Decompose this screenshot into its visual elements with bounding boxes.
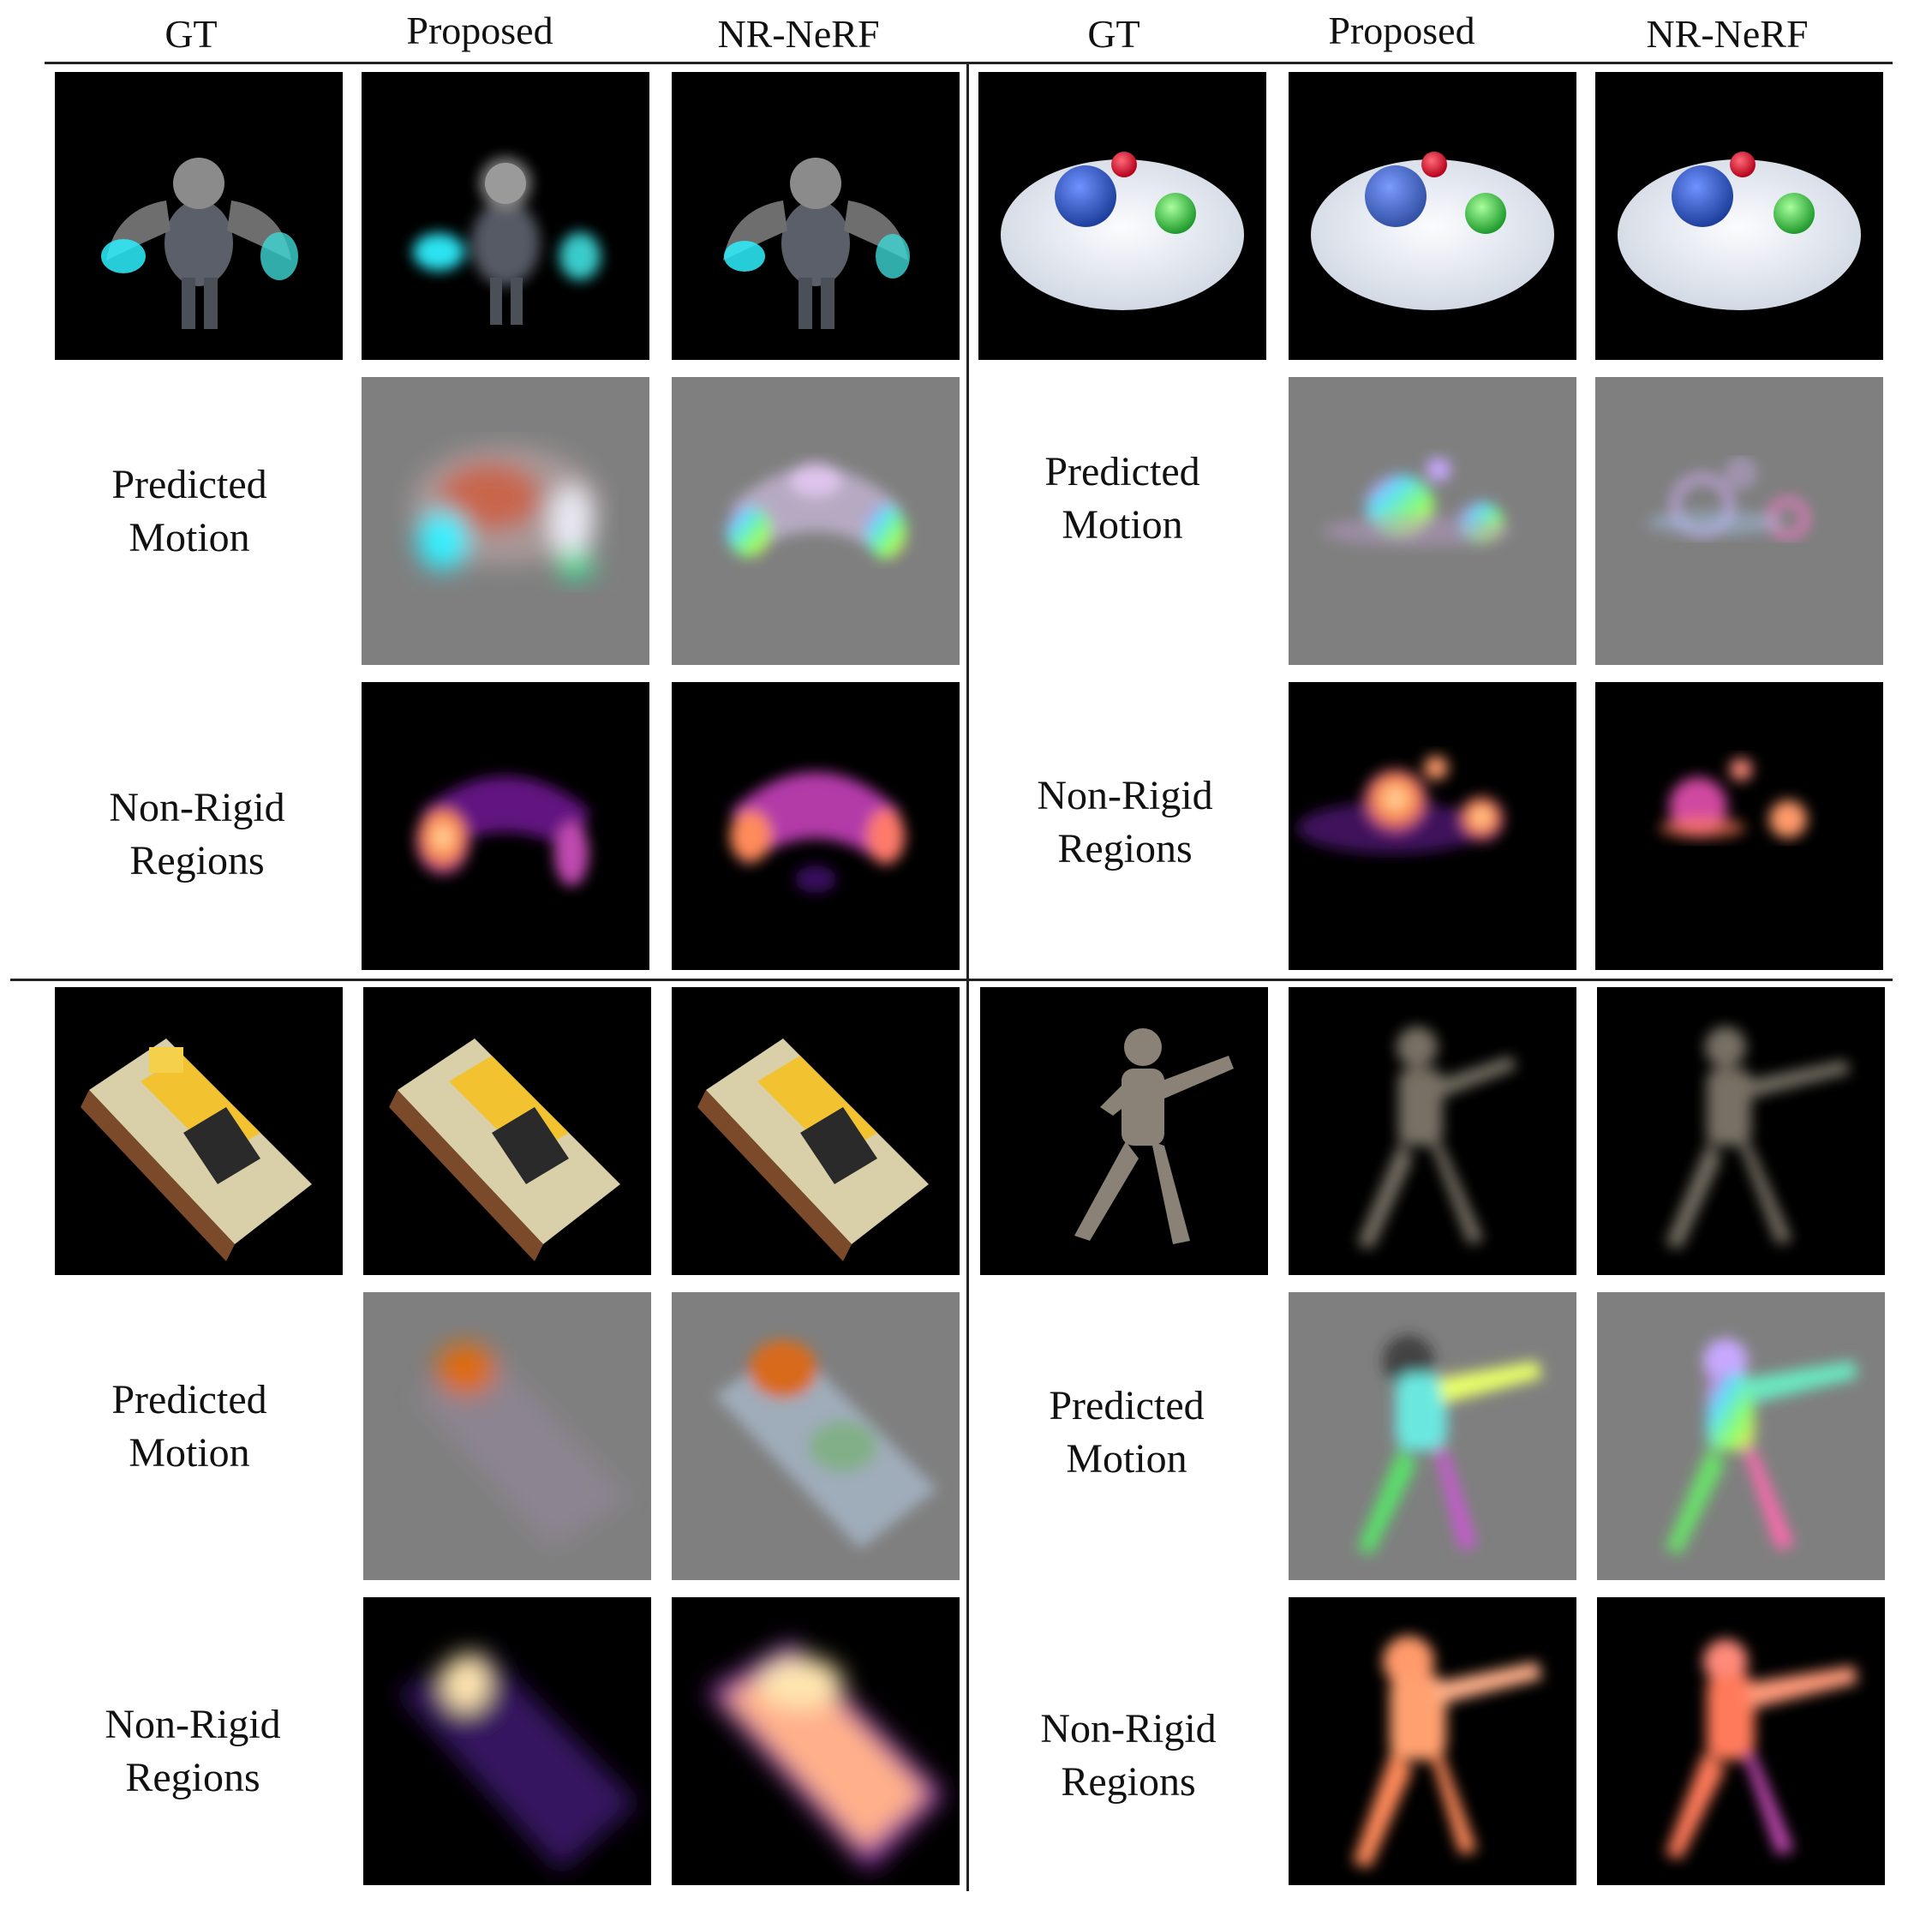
warrior-proposed-image	[1289, 987, 1576, 1275]
lego-proposed-nonrigid	[363, 1597, 651, 1885]
balls-nrnerf-motion	[1595, 377, 1883, 665]
mutant-gt-image	[55, 72, 343, 360]
mutant-nrnerf-image	[672, 72, 960, 360]
center-divider	[966, 62, 969, 1891]
warrior-nrnerf-image	[1597, 987, 1885, 1275]
mutant-proposed-motion	[362, 377, 649, 665]
balls-nrnerf-nonrigid	[1595, 682, 1883, 970]
lego-proposed-motion	[363, 1292, 651, 1580]
header-nrnerf-right: NR-NeRF	[1646, 12, 1809, 56]
header-nrnerf-left: NR-NeRF	[717, 12, 880, 56]
warrior-proposed-motion	[1289, 1292, 1576, 1580]
mutant-nrnerf-motion	[672, 377, 960, 665]
balls-gt-image	[978, 72, 1266, 360]
warrior-proposed-nonrigid	[1289, 1597, 1576, 1885]
lego-nrnerf-image	[672, 987, 960, 1275]
middle-rule	[10, 979, 1893, 981]
balls-proposed-nonrigid	[1289, 682, 1576, 970]
balls-proposed-image	[1289, 72, 1576, 360]
mutant-proposed-nonrigid	[362, 682, 649, 970]
warrior-gt-image	[980, 987, 1268, 1275]
warrior-nrnerf-motion	[1597, 1292, 1885, 1580]
lego-proposed-image	[363, 987, 651, 1275]
header-proposed-right: Proposed	[1328, 9, 1475, 52]
warrior-nrnerf-nonrigid	[1597, 1597, 1885, 1885]
header-gt-right: GT	[1087, 12, 1140, 56]
lego-gt-image	[55, 987, 343, 1275]
balls-nrnerf-image	[1595, 72, 1883, 360]
mutant-proposed-image	[362, 72, 649, 360]
mutant-nrnerf-nonrigid	[672, 682, 960, 970]
header-gt-left: GT	[164, 12, 218, 56]
lego-nrnerf-motion	[672, 1292, 960, 1580]
lego-nrnerf-nonrigid	[672, 1597, 960, 1885]
balls-proposed-motion	[1289, 377, 1576, 665]
header-proposed-left: Proposed	[406, 9, 553, 52]
